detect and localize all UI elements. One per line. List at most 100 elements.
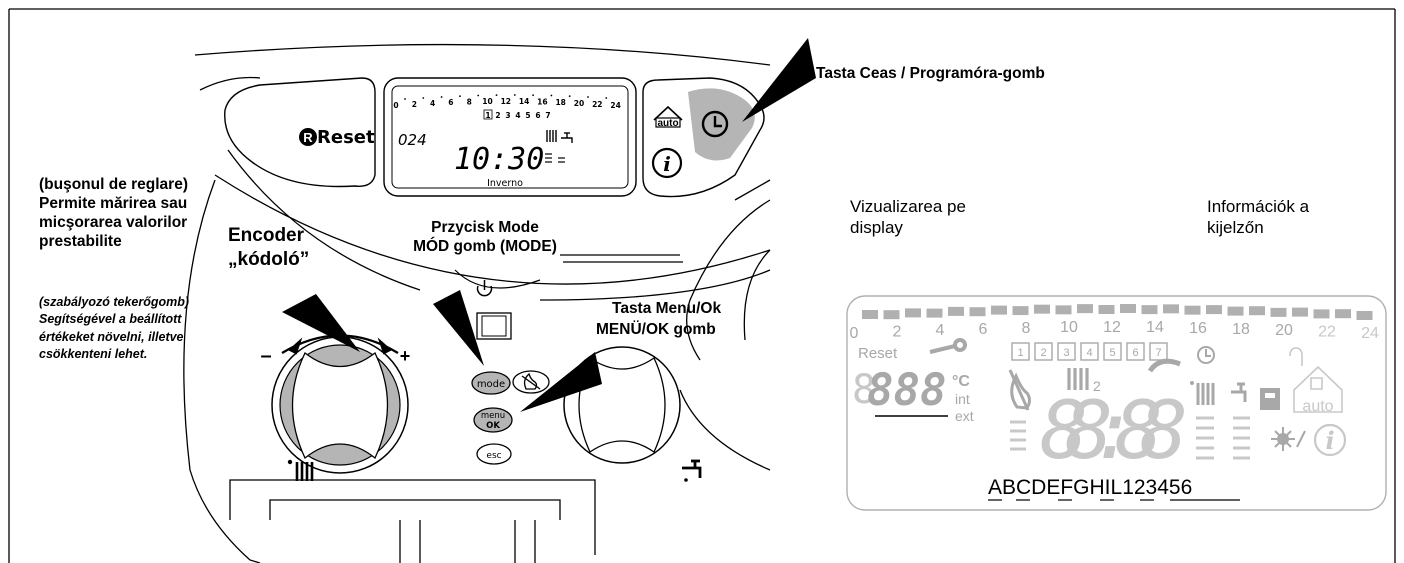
standby-icon [476, 280, 493, 297]
display-hour-segment [1292, 307, 1308, 317]
lcd-time: 10:30 [454, 142, 544, 177]
lcd-hour-dot [550, 94, 553, 97]
mute-button[interactable] [512, 370, 550, 394]
display-hour-segment [1313, 309, 1330, 319]
lcd-hour-label: 8 [467, 98, 472, 107]
display-unit-ext: ext [955, 408, 974, 424]
display-day-label: 7 [1155, 347, 1161, 359]
lcd-hour-dot [404, 98, 406, 100]
caption-display-romanian: Vizualizarea pe display [850, 197, 966, 237]
lcd-hour-label: 4 [430, 99, 435, 108]
info-icon[interactable]: i [651, 147, 683, 179]
lcd-radiator-icon [546, 130, 557, 142]
display-hour-label: 20 [1275, 322, 1293, 339]
display-level-bars-mid [1196, 416, 1214, 460]
display-hour-segment [969, 307, 986, 317]
clock-icon[interactable] [701, 110, 729, 138]
display-heat-level: 2 [1093, 378, 1101, 394]
reset-icon: R [299, 128, 317, 146]
svg-text:i: i [1325, 426, 1334, 455]
lcd-hour-label: 22 [592, 100, 602, 109]
lcd-day-label: 4 [515, 111, 520, 120]
display-hour-segments [862, 304, 1373, 320]
lcd-hour-label: 6 [448, 98, 453, 107]
mode-button[interactable]: mode [471, 371, 511, 395]
display-radiator-icon [1190, 381, 1215, 405]
display-hour-segment [926, 308, 943, 318]
display-day-box [1149, 342, 1168, 361]
display-house-auto-icon [1289, 347, 1343, 413]
display-hour-segment [1141, 305, 1158, 315]
display-hour-segment [991, 305, 1007, 315]
standby-button[interactable] [454, 269, 541, 340]
lcd-hour-label: 16 [537, 98, 547, 107]
arrow-mode [433, 290, 484, 366]
snowflake-sun-icon [1271, 427, 1306, 451]
lcd-day-label: 3 [505, 111, 510, 120]
lcd-tap-icon [561, 132, 573, 143]
lcd-day-label: 2 [495, 111, 500, 120]
display-unit-c: °C [952, 373, 970, 390]
display-hour-segment [1055, 305, 1072, 315]
encoder-knob[interactable] [271, 336, 409, 474]
display-hour-segment [1077, 304, 1093, 314]
lcd-hour-dot [477, 94, 480, 97]
callout-encoder-romanian: (buşonul de reglare) Permite mărirea sau… [39, 176, 188, 250]
display-hour-segment [1120, 304, 1136, 314]
display-hour-segment [1249, 306, 1265, 316]
display-day-label: 5 [1109, 347, 1115, 359]
display-hour-segment [1227, 306, 1244, 316]
display-day-label: 4 [1086, 347, 1092, 359]
menu-ok-button[interactable]: menu OK [473, 407, 513, 433]
display-hour-segment [1098, 305, 1115, 315]
display-hour-label: 22 [1318, 323, 1336, 340]
svg-text:i: i [663, 152, 671, 176]
display-heat-icon [1067, 368, 1089, 390]
lcd-hour-label: 20 [574, 99, 584, 108]
display-hour-label: 2 [893, 323, 902, 340]
display-hour-segment [1012, 306, 1029, 316]
display-hour-label: 12 [1103, 319, 1121, 336]
lcd-hour-dot [568, 95, 571, 98]
display-hour-label: 8 [1022, 320, 1031, 337]
lcd-day-label: 1 [485, 111, 490, 120]
clock-key-highlight[interactable] [688, 88, 755, 161]
display-hour-segment [862, 310, 878, 319]
display-day-box [1034, 342, 1053, 361]
callout-encoder-hungarian: (szabályozó tekerőgomb) Segítségével a b… [39, 295, 190, 361]
display-letters: ABCDEFGHIL123456 [988, 476, 1192, 499]
display-hour-label: 16 [1189, 320, 1207, 337]
lcd-hour-dot [605, 97, 608, 99]
display-hour-label: 0 [850, 325, 859, 342]
display-hour-segment [1356, 311, 1373, 320]
callout-encoder-title: Encoder „kódoló” [228, 225, 310, 271]
arrow-encoder [282, 294, 360, 352]
figure-frame [8, 8, 1396, 563]
lcd-hour-dot [587, 96, 589, 98]
display-reset: Reset [858, 345, 898, 362]
lcd-hour-label: 10 [482, 97, 492, 106]
display-day-box [1126, 342, 1145, 361]
display-hour-segment [1034, 304, 1050, 314]
esc-button-label: esc [486, 451, 501, 461]
display-day-box [1011, 342, 1030, 361]
display-hour-segment [1184, 305, 1201, 315]
display-hour-segment [948, 306, 964, 316]
reset-key[interactable]: R Reset [224, 77, 376, 188]
lcd-hour-label: 2 [412, 100, 417, 109]
display-hour-label: 6 [979, 321, 988, 338]
house-auto-icon[interactable]: auto [653, 105, 683, 129]
display-hour-label: 4 [936, 322, 945, 339]
lcd-hour-dot [513, 94, 516, 96]
lcd-day-label: 5 [525, 111, 530, 120]
esc-button[interactable]: esc [476, 443, 512, 465]
display-hour-segment [883, 310, 900, 320]
lcd-hour-label: 0 [393, 101, 398, 110]
display-hour-label: 10 [1060, 319, 1078, 336]
display-hour-label: 18 [1232, 321, 1250, 338]
